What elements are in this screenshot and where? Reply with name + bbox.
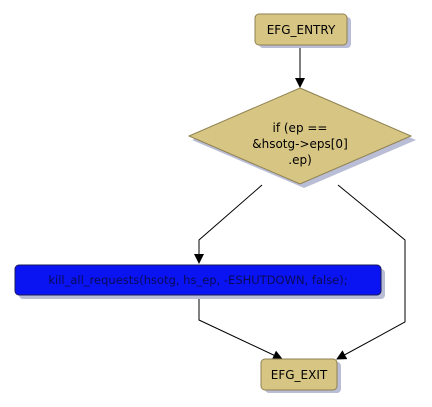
edge-process-to-exit <box>198 293 283 360</box>
process-node: kill_all_requests(hsotg, hs_ep, -ESHUTDO… <box>14 264 385 299</box>
process-node-box <box>14 264 382 296</box>
decision-line-3: .ep) <box>288 153 312 167</box>
entry-node: EFG_ENTRY <box>254 13 351 48</box>
decision-node: if (ep == &hsotg->eps[0] .ep) <box>187 87 416 188</box>
entry-node-label: EFG_ENTRY <box>267 23 336 37</box>
entry-node-box <box>254 13 348 46</box>
decision-node-diamond <box>187 87 413 185</box>
exit-node-label: EFG_EXIT <box>271 368 328 382</box>
decision-line-2: &hsotg->eps[0] <box>252 137 348 151</box>
edges <box>194 46 406 360</box>
edge-decision-to-process <box>194 184 263 264</box>
decision-line-1: if (ep == <box>273 121 328 135</box>
edge-decision-to-exit <box>336 184 406 360</box>
process-node-label: kill_all_requests(hsotg, hs_ep, -ESHUTDO… <box>48 273 347 287</box>
exit-node-box <box>260 358 338 391</box>
exit-node: EFG_EXIT <box>260 358 341 393</box>
